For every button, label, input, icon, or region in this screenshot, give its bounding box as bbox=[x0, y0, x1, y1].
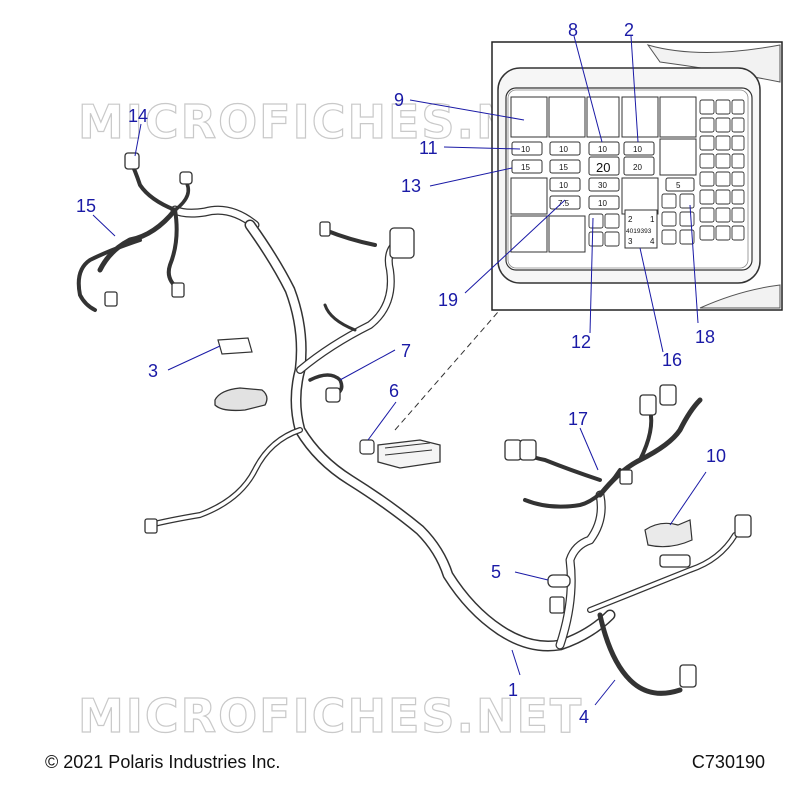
callout-7: 7 bbox=[401, 341, 411, 361]
callout-18: 18 bbox=[695, 327, 715, 347]
callout-11: 11 bbox=[419, 138, 438, 158]
grommet-block bbox=[214, 387, 268, 412]
fuse-label-10: 30 bbox=[598, 181, 607, 190]
callout-2: 2 bbox=[624, 20, 634, 40]
callout-1: 1 bbox=[508, 680, 518, 700]
connectors bbox=[104, 152, 752, 688]
fuse-box-part-6 bbox=[359, 439, 441, 469]
relay-pin-4: 4 bbox=[650, 237, 655, 246]
fuse-label-13: 5 bbox=[676, 181, 681, 190]
fuse-label-8: 20 bbox=[633, 163, 642, 172]
callout-16: 16 bbox=[662, 350, 682, 370]
inset-leader-line bbox=[394, 311, 499, 431]
fuse-label-2: 10 bbox=[559, 145, 568, 154]
callout-5: 5 bbox=[491, 562, 501, 582]
copyright-text: © 2021 Polaris Industries Inc. bbox=[45, 752, 281, 772]
watermark-bottom: MICROFICHES.NET bbox=[78, 689, 583, 743]
relay-pin-1: 1 bbox=[650, 215, 655, 224]
callout-9: 9 bbox=[394, 90, 404, 110]
fuse-label-1: 10 bbox=[521, 145, 530, 154]
fuse-label-9: 10 bbox=[559, 181, 568, 190]
part-10-grommet bbox=[644, 519, 693, 548]
part-3-label-card bbox=[217, 337, 253, 355]
illustration-code: C730190 bbox=[691, 752, 765, 772]
callout-17: 17 bbox=[568, 409, 588, 429]
callout-numbers: 1 2 3 4 5 6 7 8 9 10 11 12 13 14 15 16 1… bbox=[76, 20, 726, 727]
relay-part-number: 4019393 bbox=[626, 228, 652, 235]
relay-pin-2: 2 bbox=[628, 215, 633, 224]
relay-pin-3: 3 bbox=[628, 237, 633, 246]
callout-leaders bbox=[92, 35, 707, 706]
callout-15: 15 bbox=[76, 196, 96, 216]
fuse-box-inset: 10 10 10 10 15 15 20 20 10 30 7.5 10 5 2… bbox=[491, 41, 783, 311]
fuse-label-3: 10 bbox=[598, 145, 607, 154]
callout-4: 4 bbox=[579, 707, 589, 727]
fuse-label-7: 20 bbox=[596, 160, 610, 175]
callout-10: 10 bbox=[706, 446, 726, 466]
fuse-label-12: 10 bbox=[598, 199, 607, 208]
callout-6: 6 bbox=[389, 381, 399, 401]
callout-3: 3 bbox=[148, 361, 158, 381]
callout-14: 14 bbox=[128, 106, 148, 126]
fuse-label-11: 7.5 bbox=[558, 199, 570, 208]
fuse-label-5: 15 bbox=[521, 163, 530, 172]
callout-13: 13 bbox=[401, 176, 421, 196]
fuse-label-6: 15 bbox=[559, 163, 568, 172]
callout-8: 8 bbox=[568, 20, 578, 40]
fuse-label-4: 10 bbox=[633, 145, 642, 154]
callout-12: 12 bbox=[571, 332, 591, 352]
callout-19: 19 bbox=[438, 290, 458, 310]
